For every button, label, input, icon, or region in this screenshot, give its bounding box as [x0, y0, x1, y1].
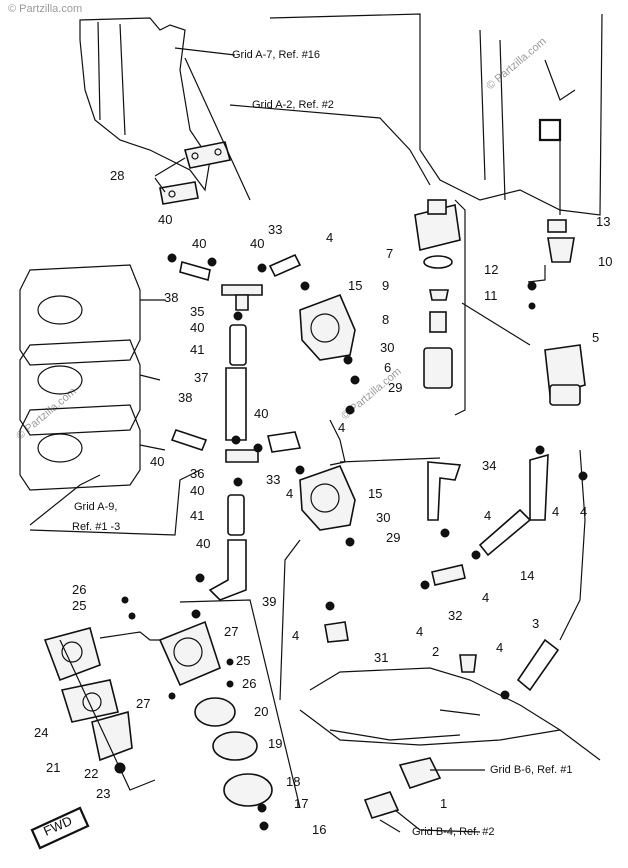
- callout-4: 4: [482, 590, 489, 605]
- grid-a9-ref-line1: Grid A-9,: [74, 501, 117, 513]
- primer-and-connectors: [363, 757, 481, 833]
- callout-18: 18: [286, 774, 300, 789]
- callout-29: 29: [388, 380, 402, 395]
- callout-40: 40: [150, 454, 164, 469]
- callout-15: 15: [348, 278, 362, 293]
- callout-25: 25: [236, 653, 250, 668]
- callout-4: 4: [580, 504, 587, 519]
- callout-14: 14: [520, 568, 534, 583]
- callout-41: 41: [190, 342, 204, 357]
- callout-10: 10: [598, 254, 612, 269]
- callout-9: 9: [382, 278, 389, 293]
- callout-4: 4: [326, 230, 333, 245]
- callout-40: 40: [190, 483, 204, 498]
- callout-4: 4: [552, 504, 559, 519]
- callout-40: 40: [254, 406, 268, 421]
- callout-7: 7: [386, 246, 393, 261]
- callout-27: 27: [224, 624, 238, 639]
- grid-b4-ref: Grid B-4, Ref. #2: [412, 826, 495, 838]
- fuel-pump-upper: [299, 293, 360, 385]
- callout-4: 4: [286, 486, 293, 501]
- callout-33: 33: [268, 222, 282, 237]
- callout-1: 1: [440, 796, 447, 811]
- callout-40: 40: [192, 236, 206, 251]
- callout-38: 38: [178, 390, 192, 405]
- callout-20: 20: [254, 704, 268, 719]
- callout-22: 22: [84, 766, 98, 781]
- callout-27: 27: [136, 696, 150, 711]
- callout-23: 23: [96, 786, 110, 801]
- callout-4: 4: [484, 508, 491, 523]
- callout-11: 11: [484, 288, 498, 303]
- grid-a7-ref: Grid A-7, Ref. #16: [232, 49, 320, 61]
- bottom-cowl-outline: [299, 667, 601, 761]
- callout-40: 40: [250, 236, 264, 251]
- callout-31: 31: [374, 650, 388, 665]
- callout-16: 16: [312, 822, 326, 837]
- callout-40: 40: [190, 320, 204, 335]
- watermark-top: © Partzilla.com: [8, 3, 82, 15]
- fwd-arrow-badge: FWD: [30, 806, 90, 850]
- callout-3: 3: [532, 616, 539, 631]
- callout-40: 40: [158, 212, 172, 227]
- upper-fuel-hoses: [167, 253, 310, 601]
- callout-38: 38: [164, 290, 178, 305]
- callout-8: 8: [382, 312, 389, 327]
- callout-30: 30: [380, 340, 394, 355]
- callout-2: 2: [432, 644, 439, 659]
- callout-26: 26: [72, 582, 86, 597]
- watermark-mid: © Partzilla.com: [484, 35, 548, 92]
- callout-19: 19: [268, 736, 282, 751]
- callout-30: 30: [376, 510, 390, 525]
- callout-21: 21: [46, 760, 60, 775]
- callout-29: 29: [386, 530, 400, 545]
- callout-35: 35: [190, 304, 204, 319]
- callout-15: 15: [368, 486, 382, 501]
- callout-40: 40: [196, 536, 210, 551]
- lower-hoses: [325, 419, 588, 692]
- fuel-pump-lower: [299, 465, 356, 547]
- gasket-28: [154, 141, 232, 205]
- grid-a9-ref-line2: Ref. #1 -3: [72, 521, 120, 533]
- callout-26: 26: [242, 676, 256, 691]
- callout-33: 33: [266, 472, 280, 487]
- callout-39: 39: [262, 594, 276, 609]
- fuel-filter-assembly: [345, 199, 466, 416]
- callout-24: 24: [34, 725, 48, 740]
- callout-4: 4: [416, 624, 423, 639]
- part-callouts: 28 40 40 40 33 4 7 15 9 8 6 30 29 38 35 …: [34, 168, 612, 837]
- callout-17: 17: [294, 796, 308, 811]
- leader-lines: [29, 47, 531, 833]
- callout-34: 34: [482, 458, 496, 473]
- callout-13: 13: [596, 214, 610, 229]
- engine-cover-outline: [79, 17, 211, 192]
- callout-28: 28: [110, 168, 124, 183]
- grid-a2-ref: Grid A-2, Ref. #2: [252, 99, 334, 111]
- callout-6: 6: [384, 360, 391, 375]
- callout-12: 12: [484, 262, 498, 277]
- callout-32: 32: [448, 608, 462, 623]
- callout-25: 25: [72, 598, 86, 613]
- callout-4: 4: [496, 640, 503, 655]
- right-filter-assembly: [527, 120, 586, 406]
- callout-4: 4: [338, 420, 345, 435]
- pump-kit-parts: [43, 596, 301, 831]
- callout-4: 4: [292, 628, 299, 643]
- lower-fittings: [324, 564, 510, 700]
- callout-5: 5: [592, 330, 599, 345]
- grid-b6-ref: Grid B-6, Ref. #1: [490, 764, 573, 776]
- callout-36: 36: [190, 466, 204, 481]
- callout-37: 37: [194, 370, 208, 385]
- cylinder-block: [19, 264, 166, 491]
- powerhead-outline: [269, 13, 603, 216]
- callout-41: 41: [190, 508, 204, 523]
